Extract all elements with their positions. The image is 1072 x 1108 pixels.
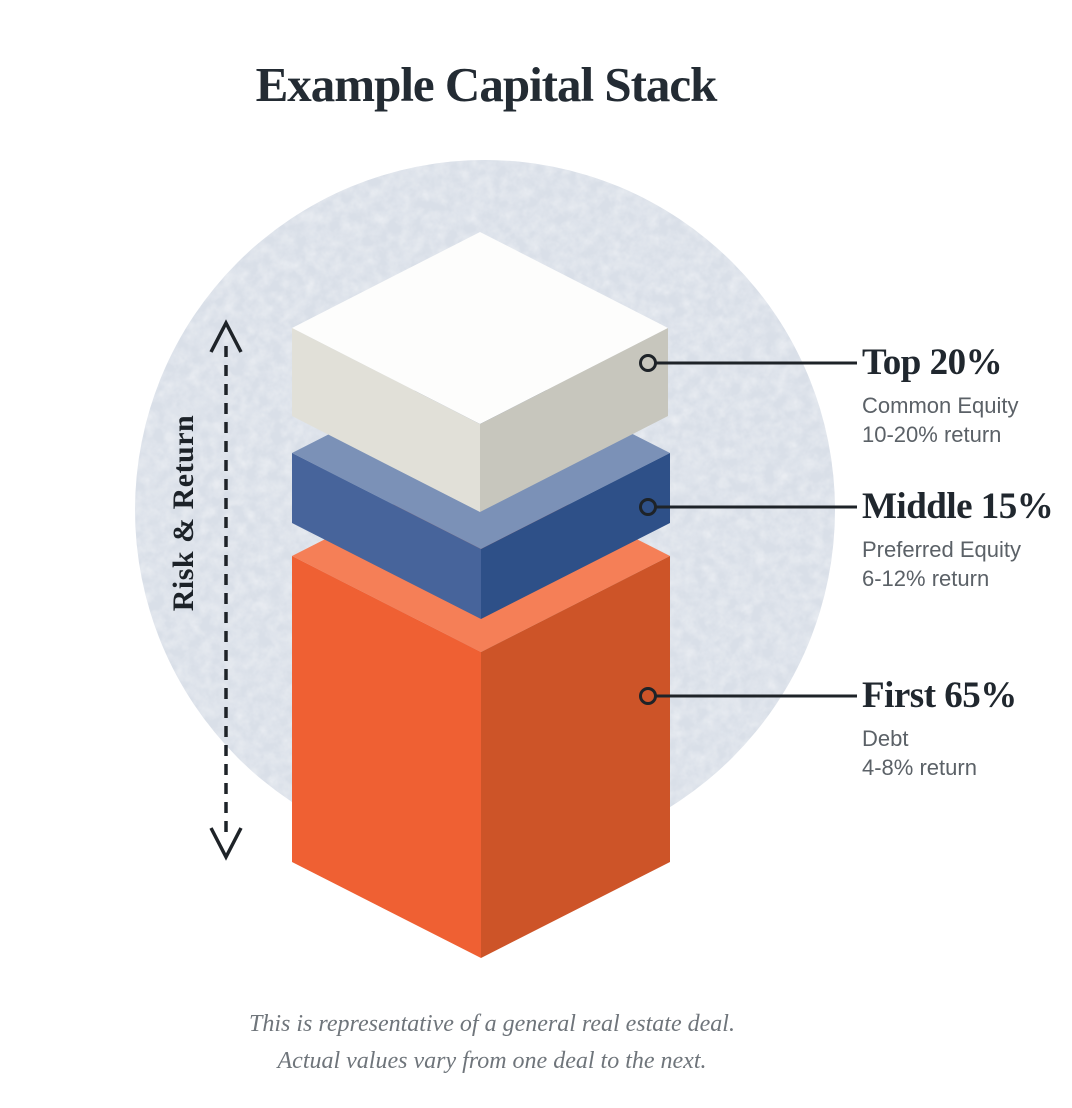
preferred-right-face [481, 453, 670, 619]
common-right-face [480, 328, 668, 512]
page-title: Example Capital Stack [255, 57, 718, 112]
label-top-tier: Top 20% Common Equity 10-20% return [862, 343, 1072, 449]
tier-heading-first: First 65% [862, 675, 1017, 716]
debt-right-face [481, 556, 670, 958]
footnote: This is representative of a general real… [0, 1006, 984, 1080]
tier-return-first: 4-8% return [862, 755, 977, 780]
callout-ring-first-icon [639, 687, 657, 705]
debt-left-face [292, 556, 481, 958]
callout-preferred-equity [639, 498, 857, 516]
footnote-line-1: This is representative of a general real… [249, 1011, 735, 1037]
risk-return-axis: Risk & Return [167, 319, 243, 861]
tier-heading-middle: Middle 15% [862, 486, 1054, 527]
arrowhead-up-icon [209, 319, 243, 353]
tier-instrument-first: Debt [862, 726, 909, 751]
callout-ring-top-icon [639, 354, 657, 372]
callout-debt [639, 687, 857, 705]
risk-return-label: Risk & Return [167, 415, 200, 612]
tier-block-common-equity [292, 232, 668, 512]
callout-ring-middle-icon [639, 498, 657, 516]
arrowhead-down-icon [209, 827, 243, 861]
tier-return-top: 10-20% return [862, 422, 1002, 447]
tier-heading-top: Top 20% [862, 342, 1003, 383]
label-first-tier: First 65% Debt 4-8% return [862, 676, 1072, 782]
footnote-line-2: Actual values vary from one deal to the … [277, 1048, 707, 1074]
tier-instrument-top: Common Equity [862, 393, 1019, 418]
callout-common-equity [639, 354, 857, 372]
common-left-face [292, 328, 480, 512]
tier-return-middle: 6-12% return [862, 566, 990, 591]
label-middle-tier: Middle 15% Preferred Equity 6-12% return [862, 487, 1072, 593]
preferred-left-face [292, 453, 481, 619]
tier-instrument-middle: Preferred Equity [862, 537, 1021, 562]
